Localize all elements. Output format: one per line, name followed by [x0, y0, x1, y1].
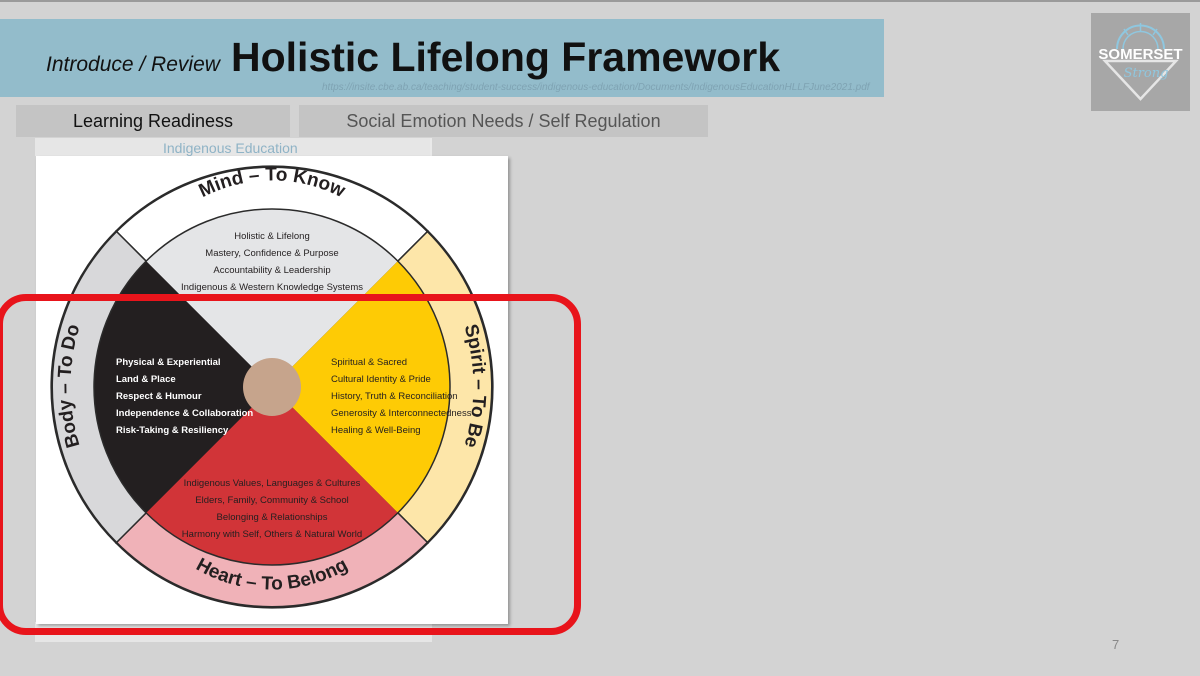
- quadrant-spirit: [272, 261, 451, 513]
- mind-item: Accountability & Leadership: [213, 265, 330, 276]
- inner-circle-outline: [93, 208, 451, 566]
- outer-circle-outline: [51, 166, 493, 608]
- mind-item: Mastery, Confidence & Purpose: [205, 248, 338, 259]
- logo-text-script: Strong: [1124, 66, 1169, 81]
- intro-review-label: Introduce / Review: [46, 53, 220, 76]
- source-url[interactable]: https://insite.cbe.ab.ca/teaching/studen…: [322, 82, 870, 93]
- somerset-logo: SOMERSET Strong: [1091, 13, 1190, 111]
- page-number: 7: [1112, 637, 1120, 652]
- mind-item: Holistic & Lifelong: [234, 231, 310, 242]
- document-logo-icon: [62, 140, 67, 154]
- document-header-label: Indigenous Education: [163, 140, 298, 156]
- tab-learning-readiness[interactable]: Learning Readiness: [16, 105, 290, 137]
- document-header-strip: [35, 138, 432, 156]
- spirit-item: Cultural Identity & Pride: [331, 374, 431, 385]
- center-circle: [243, 358, 301, 416]
- spirit-item: Generosity & Interconnectedness: [331, 408, 472, 419]
- body-item: Independence & Collaboration: [116, 408, 253, 419]
- slide-title-row: Introduce / Review Holistic Lifelong Fra…: [46, 34, 780, 81]
- logo-text-top: SOMERSET: [1098, 46, 1182, 63]
- quadrant-heart: [146, 387, 398, 566]
- body-item: Risk-Taking & Resiliency: [116, 425, 229, 436]
- top-rule: [0, 0, 1200, 2]
- slide-title: Holistic Lifelong Framework: [231, 34, 781, 80]
- body-item: Land & Place: [116, 374, 176, 385]
- quadrant-body: [93, 261, 272, 513]
- body-item: Physical & Experiential: [116, 357, 221, 368]
- spirit-item: History, Truth & Reconciliation: [331, 391, 458, 402]
- heart-item: Indigenous Values, Languages & Cultures: [184, 478, 361, 489]
- spirit-item: Spiritual & Sacred: [331, 357, 407, 368]
- highlight-rectangle: [0, 294, 581, 635]
- spirit-item: Healing & Well-Being: [331, 425, 421, 436]
- heart-item: Belonging & Relationships: [217, 512, 328, 523]
- title-banner: [0, 19, 884, 97]
- mind-item: Indigenous & Western Knowledge Systems: [181, 282, 363, 293]
- body-item: Respect & Humour: [116, 391, 202, 402]
- heart-item: Harmony with Self, Others & Natural Worl…: [182, 529, 362, 540]
- heart-item: Elders, Family, Community & School: [195, 495, 348, 506]
- somerset-logo-icon: SOMERSET Strong: [1098, 23, 1183, 101]
- tab-social-emotion-needs[interactable]: Social Emotion Needs / Self Regulation: [299, 105, 708, 137]
